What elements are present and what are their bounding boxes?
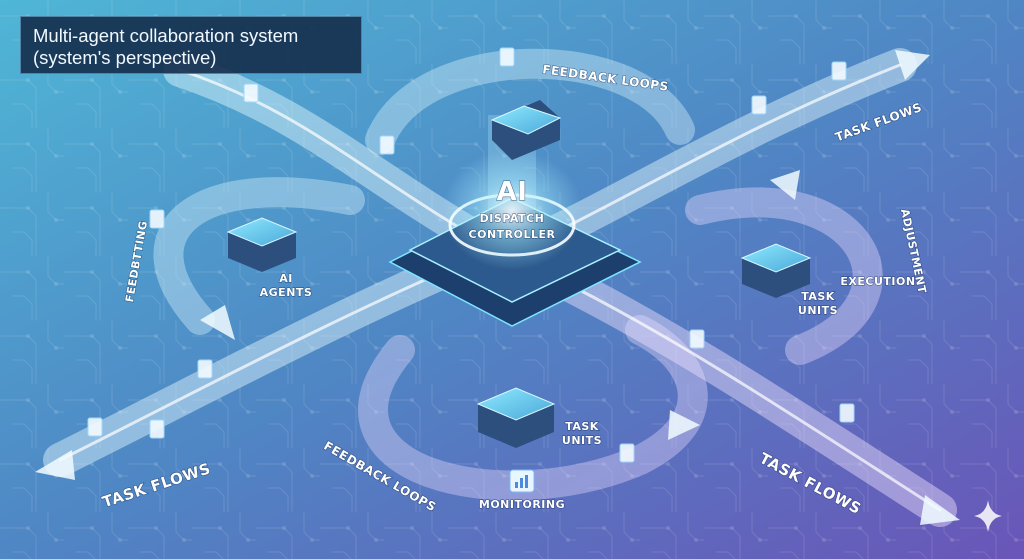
document-icon: [619, 443, 635, 463]
center-ai-label: AI: [497, 177, 528, 207]
document-icon: [149, 209, 165, 229]
arrowhead-bottom-left: [35, 450, 75, 480]
document-icon: [689, 329, 705, 349]
document-icon: [831, 61, 847, 81]
document-icon: [751, 95, 767, 115]
document-icon: [499, 47, 515, 67]
ai-agents-node: [226, 217, 298, 272]
document-icon: [87, 417, 103, 437]
title-line1: Multi-agent collaboration system: [33, 25, 299, 46]
task-units-bottom-line1: TASK: [565, 420, 599, 433]
task-units-right-line2: UNITS: [798, 304, 838, 317]
center-label-line1: DISPATCH: [480, 212, 545, 225]
task-flow-core-2: [558, 63, 902, 232]
arrowhead-bottom-right: [920, 495, 960, 525]
task-units-bottom-node: [476, 387, 556, 448]
task-units-bottom-line2: UNITS: [562, 434, 602, 447]
title-box: Multi-agent collaboration system (system…: [20, 16, 362, 74]
task-flow-core-3: [58, 258, 472, 462]
arrowhead-top-right: [895, 50, 930, 80]
agents-label-line1: AI: [279, 272, 293, 285]
title-line2: (system's perspective): [33, 47, 217, 68]
top-node-top: [490, 105, 562, 135]
arrowhead-right-loop: [770, 170, 800, 200]
task-units-right-line1: TASK: [801, 290, 835, 303]
controller-glow: [442, 150, 582, 270]
task-flow-core-4: [558, 278, 942, 512]
feedback-loops: [153, 48, 883, 501]
feedback-loop-top: [365, 48, 695, 155]
document-icon: [243, 83, 259, 103]
sparkle-icon: [974, 500, 1002, 532]
document-icon: [379, 135, 395, 155]
arrowhead-bottom-loop: [668, 410, 700, 440]
task-flows: [43, 48, 957, 527]
document-icon: [149, 419, 165, 439]
monitoring-icon: [509, 469, 535, 493]
feedback-loop-right: [685, 187, 883, 365]
document-icon: [197, 359, 213, 379]
agents-label-line2: AGENTS: [260, 286, 313, 299]
agents-node-top: [226, 217, 298, 247]
top-node: [490, 100, 562, 160]
feedback-loop-bottom: [358, 315, 708, 501]
task-flow-core-1: [178, 68, 482, 242]
monitoring-label: MONITORING: [479, 498, 565, 511]
arrowhead-left-loop: [200, 305, 235, 340]
task-bottom-top: [476, 387, 556, 421]
task-units-right-node: [740, 243, 812, 298]
center-label-line2: CONTROLLER: [469, 228, 556, 241]
document-icon: [839, 403, 855, 423]
execution-label: EXECUTION: [840, 275, 915, 288]
task-right-top: [740, 243, 812, 273]
document-icons: [87, 47, 855, 463]
feedback-loop-left: [153, 177, 365, 335]
dispatch-controller: [388, 115, 642, 327]
flow-arrowheads: [35, 50, 960, 525]
